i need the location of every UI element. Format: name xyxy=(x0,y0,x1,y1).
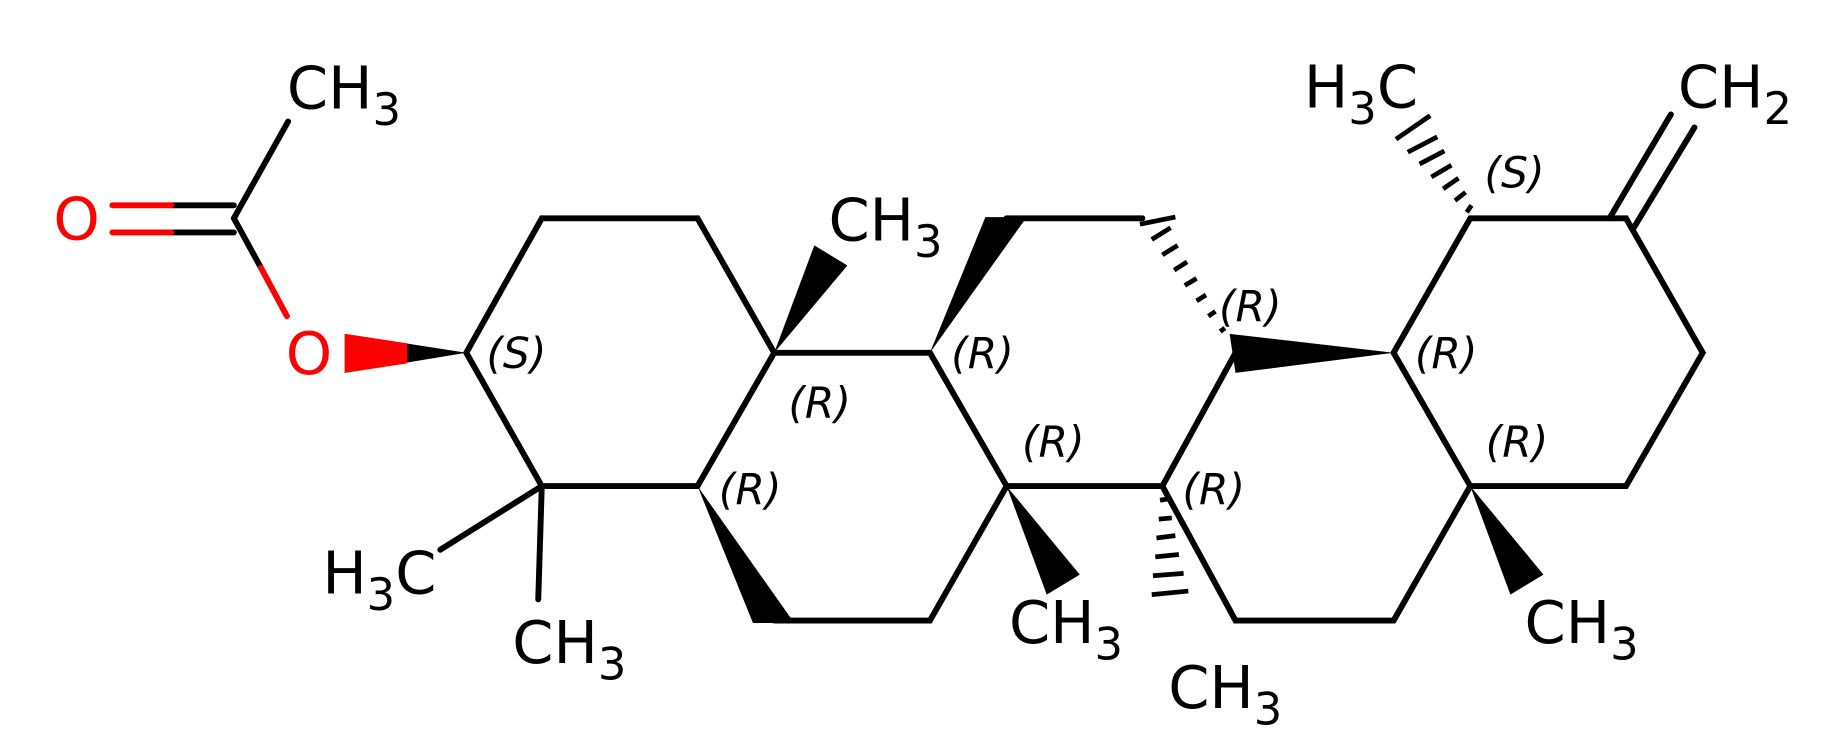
bond xyxy=(230,215,264,271)
stereo-label: (R) xyxy=(1486,419,1549,468)
wedge-bond xyxy=(1006,486,1080,595)
methylene-label: CH2 xyxy=(1678,52,1792,135)
stereo-label: (R) xyxy=(1415,330,1478,379)
bond xyxy=(230,118,292,222)
stereo-label: (R) xyxy=(788,380,851,429)
bond xyxy=(1630,124,1698,232)
bond xyxy=(535,483,545,603)
ring-e xyxy=(1390,215,1707,490)
stereo-label: (R) xyxy=(719,466,782,515)
stereo-label: (R) xyxy=(1219,283,1282,332)
ester-oxygen-label: O xyxy=(286,319,332,388)
ring-b xyxy=(771,349,1011,624)
wedge-bond xyxy=(1470,486,1544,595)
acetyl-methyl-label: CH3 xyxy=(287,54,401,137)
c4-methyl-a-label: H3C xyxy=(322,538,436,621)
stereo-label: (R) xyxy=(951,330,1014,379)
hash-bond xyxy=(1394,113,1474,214)
carbonyl-oxygen-label: O xyxy=(53,185,99,254)
hash-bond xyxy=(1151,496,1189,597)
ring-d xyxy=(1159,349,1474,624)
c17-methyl-label: CH3 xyxy=(1525,588,1639,671)
wedge-bond xyxy=(344,333,408,373)
bond xyxy=(258,264,290,320)
stereo-label: (S) xyxy=(1484,150,1544,199)
wedge-bond xyxy=(929,217,1027,353)
c14-methyl-label: CH3 xyxy=(1168,653,1282,736)
stereo-label: (S) xyxy=(486,330,546,379)
hash-bond xyxy=(1139,214,1227,334)
bond xyxy=(437,483,545,553)
bond xyxy=(1606,111,1674,222)
wedge-bond xyxy=(1229,333,1394,373)
wedge-bond xyxy=(774,245,848,353)
c8-methyl-label: CH3 xyxy=(1009,588,1123,671)
c19-methyl-label: H3C xyxy=(1304,52,1418,135)
stereo-label: (R) xyxy=(1022,419,1085,468)
c10-methyl-label: CH3 xyxy=(828,186,942,269)
c4-methyl-b-label: CH3 xyxy=(512,608,626,691)
stereo-label: (R) xyxy=(1182,466,1245,515)
